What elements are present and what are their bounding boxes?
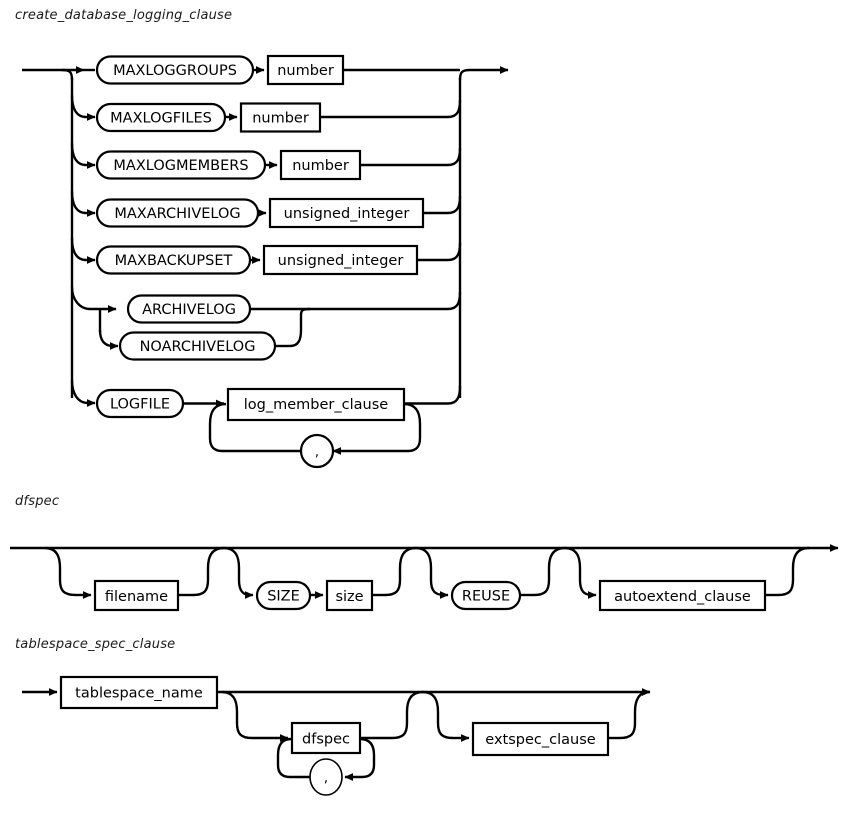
section-title-tablespace-spec-clause: tablespace_spec_clause [15, 637, 176, 652]
ts-opt2-down [422, 690, 440, 713]
node-maxlogfiles-label: MAXLOGFILES [110, 111, 212, 127]
node-unsigned-integer-1[interactable] [268, 197, 425, 229]
row3-branch-curve [70, 142, 87, 167]
node-comma-loop-1-label: , [315, 445, 319, 460]
row7-merge-curve [289, 329, 303, 348]
right-bus-top-curve [458, 68, 471, 81]
loop1-right-bottom-curve [407, 437, 422, 453]
row4-branch-curve [70, 190, 87, 215]
node-reuse-label: REUSE [462, 589, 510, 605]
loop2-left-up [276, 737, 292, 756]
dfspec-opt1-bottom-curve [58, 579, 77, 597]
node-unsigned-integer-2-label: unsigned_integer [278, 253, 404, 269]
node-number-1-label: number [277, 63, 334, 79]
row2-branch-curve [70, 94, 87, 119]
node-number-3-label: number [292, 158, 349, 174]
node-size-keyword-label: SIZE [267, 589, 300, 605]
node-maxloggroups-label: MAXLOGGROUPS [113, 63, 237, 79]
row7-branch-curve [98, 329, 114, 348]
loop1-left-bottom-curve [208, 437, 223, 453]
ts-opt1-rejoin [405, 690, 424, 713]
node-extspec-clause[interactable] [471, 721, 610, 757]
row5-branch-curve [70, 237, 87, 262]
row3-merge-curve [447, 147, 462, 167]
dfspec-opt4-up-curve [777, 579, 795, 597]
node-logfile-label: LOGFILE [110, 397, 170, 413]
node-archivelog-label: ARCHIVELOG [142, 302, 236, 318]
dfspec-opt1-rejoin [206, 546, 225, 569]
ts-opt2-rejoin [633, 690, 650, 713]
ts-opt2-up-curve [619, 722, 637, 740]
node-autoextend-clause-label: autoextend_clause [614, 589, 751, 605]
dfspec-opt4-bottom-curve [578, 579, 593, 597]
node-filename-label: filename [105, 589, 168, 605]
ts-opt1-bottom-curve [235, 722, 253, 740]
node-maxbackupset-label: MAXBACKUPSET [115, 253, 233, 269]
dfspec-opt1-down [44, 546, 62, 569]
loop1-right-down [403, 402, 422, 425]
diagram-dfspec: filename SIZE size REUSE [10, 544, 839, 612]
section-title-dfspec: dfspec [15, 494, 60, 509]
row2-merge-curve [447, 99, 462, 119]
ts-opt1-up-curve [391, 722, 409, 740]
node-maxarchivelog-label: MAXARCHIVELOG [114, 206, 240, 222]
ts-opt2-bottom-curve [436, 722, 454, 740]
node-extspec-clause-label: extspec_clause [485, 732, 595, 748]
dfspec-opt4-rejoin [791, 546, 810, 569]
dfspec-opt3-up-curve [533, 579, 551, 597]
row6-branch-curve [70, 286, 91, 311]
left-bus-top-curve [61, 68, 74, 81]
row8-merge-curve [447, 385, 462, 405]
node-number-3[interactable] [279, 149, 362, 181]
dfspec-opt3-down [415, 546, 433, 569]
inner-right-top-curve [299, 307, 311, 316]
section-title-create-database-logging-clause: create_database_logging_clause [15, 8, 233, 23]
ts-opt1-down [221, 690, 239, 713]
loop2-right-down [359, 737, 376, 756]
node-number-1[interactable] [266, 54, 345, 86]
node-comma-loop-2-label: , [324, 771, 328, 786]
row6-merge-curve [447, 291, 462, 311]
dfspec-opt3-rejoin [547, 546, 566, 569]
node-log-member-clause[interactable] [226, 387, 406, 422]
node-log-member-clause-label: log_member_clause [244, 397, 388, 413]
row5-merge-curve [447, 242, 462, 262]
dfspec-opt2-rejoin [398, 546, 417, 569]
loop2-right-bottom-curve [361, 764, 376, 779]
diagram-create-database-logging-clause: MAXLOGGROUPS number MAXLOGFILES number M… [22, 54, 509, 469]
dfspec-opt2-down [223, 546, 241, 569]
node-size-value-label: size [335, 589, 363, 605]
row4-merge-curve [447, 195, 462, 215]
node-maxlogmembers-label: MAXLOGMEMBERS [113, 158, 248, 174]
node-unsigned-integer-1-label: unsigned_integer [284, 206, 410, 222]
dfspec-opt4-down [564, 546, 582, 569]
dfspec-opt2-bottom-curve [237, 579, 251, 597]
node-tablespace-name-label: tablespace_name [75, 686, 203, 702]
dfspec-opt2-up-curve [384, 579, 402, 597]
node-dfspec-label: dfspec [302, 732, 350, 748]
node-number-2-label: number [252, 111, 309, 127]
loop1-left-up [208, 402, 227, 425]
node-size-value[interactable] [325, 579, 374, 612]
node-dfspec[interactable] [290, 721, 362, 755]
node-filename[interactable] [93, 579, 180, 612]
node-noarchivelog-label: NOARCHIVELOG [140, 339, 256, 355]
dfspec-opt3-bottom-curve [429, 579, 445, 597]
diagram-tablespace-spec-clause: tablespace_name dfspec , extspec_clause [22, 675, 651, 796]
loop2-left-bottom-curve [276, 764, 291, 779]
node-number-2[interactable] [239, 102, 322, 133]
row8-branch-curve [70, 379, 89, 405]
dfspec-opt1-up-curve [192, 579, 210, 597]
